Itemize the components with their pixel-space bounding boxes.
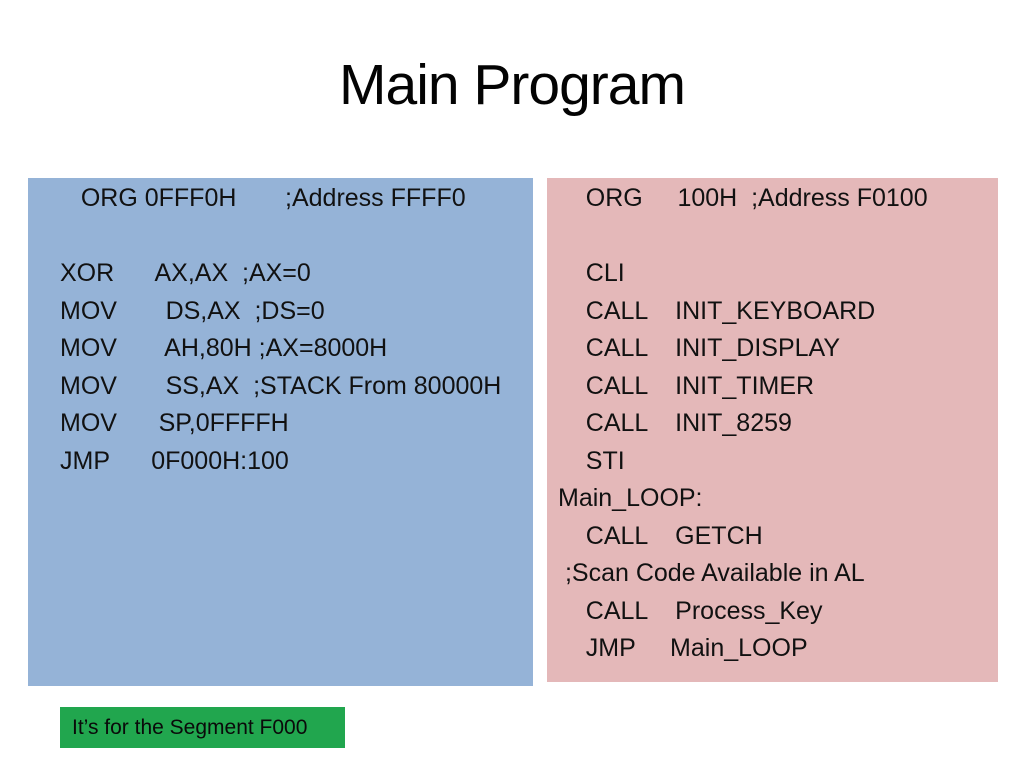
code-line: Main_LOOP:	[558, 484, 703, 512]
segment-callout-text: It’s for the Segment F000	[72, 716, 308, 739]
code-line: JMP 0F000H:100	[60, 446, 289, 475]
code-line	[60, 218, 529, 256]
code-line: MOV SS,AX ;STACK From 80000H	[60, 371, 502, 400]
code-line: CALL INIT_TIMER	[558, 371, 815, 400]
code-line: CALL INIT_KEYBOARD	[558, 296, 876, 325]
code-line: CLI	[558, 259, 625, 287]
code-line: CALL INIT_DISPLAY	[558, 334, 841, 362]
code-line: ORG 100H ;Address F0100	[558, 184, 928, 212]
code-line: ;Scan Code Available in AL	[558, 559, 865, 587]
segment-callout-box: It’s for the Segment F000	[60, 707, 345, 748]
main-routine-code-panel: ORG 100H ;Address F0100 CLI CALL INIT_KE…	[547, 178, 998, 682]
code-line: JMP Main_LOOP	[558, 634, 808, 662]
code-line	[558, 218, 994, 256]
code-line: MOV AH,80H ;AX=8000H	[60, 334, 388, 362]
code-line: STI	[558, 446, 625, 475]
code-line: MOV SP,0FFFFH	[60, 409, 289, 437]
reset-vector-code-panel: ORG 0FFF0H ;Address FFFF0 XOR AX,AX ;AX=…	[28, 178, 533, 686]
code-line: ORG 0FFF0H ;Address FFFF0	[60, 184, 466, 212]
code-line: CALL Process_Key	[558, 596, 823, 625]
slide-title: Main Program	[339, 53, 686, 117]
code-line: MOV DS,AX ;DS=0	[60, 296, 325, 325]
code-line: CALL GETCH	[558, 521, 763, 550]
code-line: CALL INIT_8259	[558, 409, 792, 437]
code-line: XOR AX,AX ;AX=0	[60, 259, 311, 287]
